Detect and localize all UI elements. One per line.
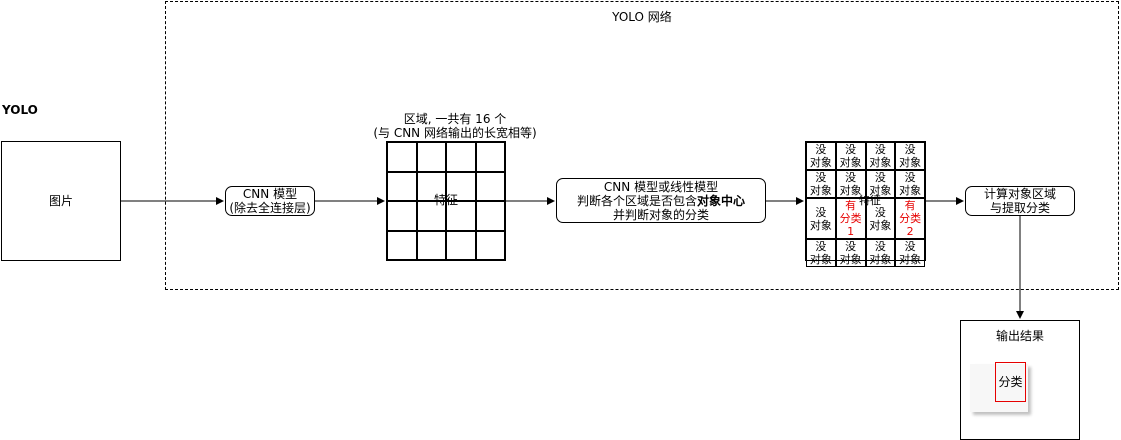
result-grid-cell: 没 对象 bbox=[806, 198, 836, 239]
result-grid-cell-label: 没 对象 bbox=[869, 240, 892, 266]
result-grid-cell: 没 对象 bbox=[865, 170, 896, 198]
result-grid-cell-label: 没 对象 bbox=[899, 240, 922, 266]
output-image-thumbnail bbox=[970, 364, 1028, 412]
detect-box-line2-bold: 对象中心 bbox=[697, 193, 746, 208]
image-box-label: 图片 bbox=[48, 194, 73, 208]
result-grid-overlay-label: 特征 bbox=[859, 194, 881, 207]
feature-grid-cell bbox=[475, 142, 505, 172]
yolo-network-frame bbox=[165, 1, 1119, 290]
output-classification-label: 分类 bbox=[998, 375, 1023, 389]
result-grid-cell-label: 没 对象 bbox=[869, 143, 892, 169]
result-grid-cell: 没 对象 bbox=[806, 142, 836, 170]
result-grid-cell-label: 没 对象 bbox=[809, 240, 832, 266]
detect-box-line2: 判断各个区域是否包含对象中心 bbox=[577, 194, 745, 208]
result-grid-cell-label: 没 对象 bbox=[869, 171, 892, 197]
feature-grid-cell bbox=[446, 230, 476, 260]
feature-grid-cell bbox=[475, 230, 505, 260]
result-grid[interactable]: 没 对象没 对象没 对象没 对象没 对象没 对象没 对象没 对象没 对象有 分类… bbox=[805, 141, 926, 267]
cnn-box-line1: CNN 模型 bbox=[242, 187, 298, 201]
image-box[interactable]: 图片 bbox=[1, 141, 121, 261]
cnn-box[interactable]: CNN 模型 (除去全连接层) bbox=[225, 186, 315, 216]
result-grid-cell-label: 没 对象 bbox=[809, 143, 832, 169]
feature-grid-cell bbox=[387, 142, 417, 172]
result-grid-cell-label: 没 对象 bbox=[899, 171, 922, 197]
feature-grid-cell bbox=[416, 171, 446, 201]
feature-grid-caption: 区域, 一共有 16 个 (与 CNN 网络输出的长宽相等) bbox=[340, 112, 570, 140]
result-grid-cell-label: 没 对象 bbox=[899, 143, 922, 169]
compute-box[interactable]: 计算对象区域 与提取分类 bbox=[965, 186, 1075, 216]
result-grid-cell: 有 分类1 bbox=[835, 198, 866, 239]
detect-box-line2-prefix: 判断各个区域是否包含 bbox=[576, 193, 697, 208]
feature-grid-caption-line2: (与 CNN 网络输出的长宽相等) bbox=[373, 126, 537, 140]
result-grid-cell: 没 对象 bbox=[835, 170, 866, 198]
feature-grid[interactable] bbox=[386, 141, 506, 261]
detect-box[interactable]: CNN 模型或线性模型 判断各个区域是否包含对象中心 并判断对象的分类 bbox=[556, 178, 766, 223]
result-grid-cell-label: 有 分类2 bbox=[899, 199, 922, 238]
result-grid-cell: 没 对象 bbox=[895, 170, 925, 198]
result-grid-cell-label: 没 对象 bbox=[839, 143, 862, 169]
result-grid-cell: 没 对象 bbox=[835, 142, 866, 170]
frame-title: YOLO 网络 bbox=[612, 10, 672, 24]
compute-box-line2: 与提取分类 bbox=[989, 201, 1050, 215]
result-grid-cell-label: 有 分类1 bbox=[839, 199, 862, 238]
result-grid-cell: 没 对象 bbox=[835, 239, 866, 267]
result-grid-cell-label: 没 对象 bbox=[839, 240, 862, 266]
feature-grid-cell bbox=[475, 201, 505, 231]
detect-box-line3: 并判断对象的分类 bbox=[612, 207, 709, 222]
output-box-title: 输出结果 bbox=[995, 329, 1044, 343]
feature-grid-cell bbox=[416, 142, 446, 172]
cnn-box-line2: (除去全连接层) bbox=[229, 201, 311, 215]
result-grid-cell-label: 没 对象 bbox=[809, 171, 832, 197]
side-title: YOLO bbox=[2, 103, 38, 117]
feature-grid-cell bbox=[446, 142, 476, 172]
result-grid-cell: 没 对象 bbox=[806, 239, 836, 267]
result-grid-cell: 没 对象 bbox=[865, 198, 896, 239]
feature-grid-cell bbox=[475, 171, 505, 201]
detect-box-line1: CNN 模型或线性模型 bbox=[603, 179, 719, 194]
output-classification-box: 分类 bbox=[995, 362, 1026, 402]
feature-grid-cell bbox=[446, 171, 476, 201]
result-grid-cell-label: 没 对象 bbox=[839, 171, 862, 197]
feature-grid-cell bbox=[416, 230, 446, 260]
feature-grid-cell bbox=[446, 201, 476, 231]
result-grid-cell: 没 对象 bbox=[895, 142, 925, 170]
result-grid-cell: 没 对象 bbox=[865, 239, 896, 267]
result-grid-cell-label: 没 对象 bbox=[869, 205, 892, 232]
feature-grid-cell bbox=[387, 230, 417, 260]
feature-grid-cell bbox=[416, 201, 446, 231]
feature-grid-cell bbox=[387, 201, 417, 231]
feature-grid-caption-line1: 区域, 一共有 16 个 bbox=[403, 112, 507, 126]
result-grid-cell-label: 没 对象 bbox=[809, 205, 832, 232]
compute-box-line1: 计算对象区域 bbox=[983, 187, 1056, 201]
feature-grid-cell bbox=[387, 171, 417, 201]
result-grid-cell: 没 对象 bbox=[895, 239, 925, 267]
result-grid-cell: 没 对象 bbox=[865, 142, 896, 170]
feature-grid-center-label: 特征 bbox=[433, 193, 458, 207]
result-grid-cell: 有 分类2 bbox=[895, 198, 925, 239]
result-grid-cell: 没 对象 bbox=[806, 170, 836, 198]
